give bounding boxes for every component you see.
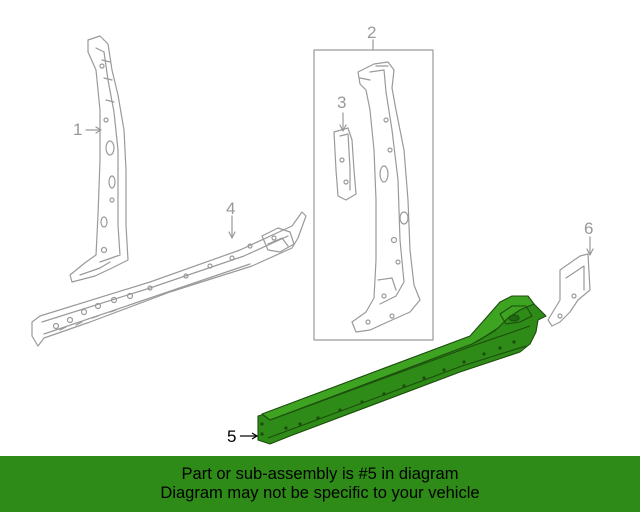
callout-3: 3 <box>337 93 347 112</box>
leader-3-arrow <box>339 124 347 132</box>
part-5-outer-rocker-highlighted <box>257 295 547 445</box>
callout-2: 2 <box>367 23 377 42</box>
part-info-banner: Part or sub-assembly is #5 in diagram Di… <box>0 456 640 512</box>
parts-diagram <box>31 35 594 445</box>
banner-line-2: Diagram may not be specific to your vehi… <box>160 484 480 502</box>
part-3-reinforcement <box>333 127 357 201</box>
callout-4: 4 <box>226 199 236 218</box>
callout-1: 1 <box>73 120 83 139</box>
leader-1-arrow <box>95 126 102 134</box>
banner-line-1: Part or sub-assembly is #5 in diagram <box>181 465 459 483</box>
part-6-rear-bracket <box>547 253 591 327</box>
leader-5-arrow <box>251 432 259 440</box>
part-1-hinge-pillar <box>69 35 129 283</box>
leader-6-arrow <box>586 248 594 256</box>
callout-6: 6 <box>584 219 594 238</box>
part-2-center-pillar <box>351 61 421 333</box>
leader-4-arrow <box>228 231 236 239</box>
part-4-inner-rocker <box>31 211 307 347</box>
callout-5: 5 <box>227 427 237 446</box>
